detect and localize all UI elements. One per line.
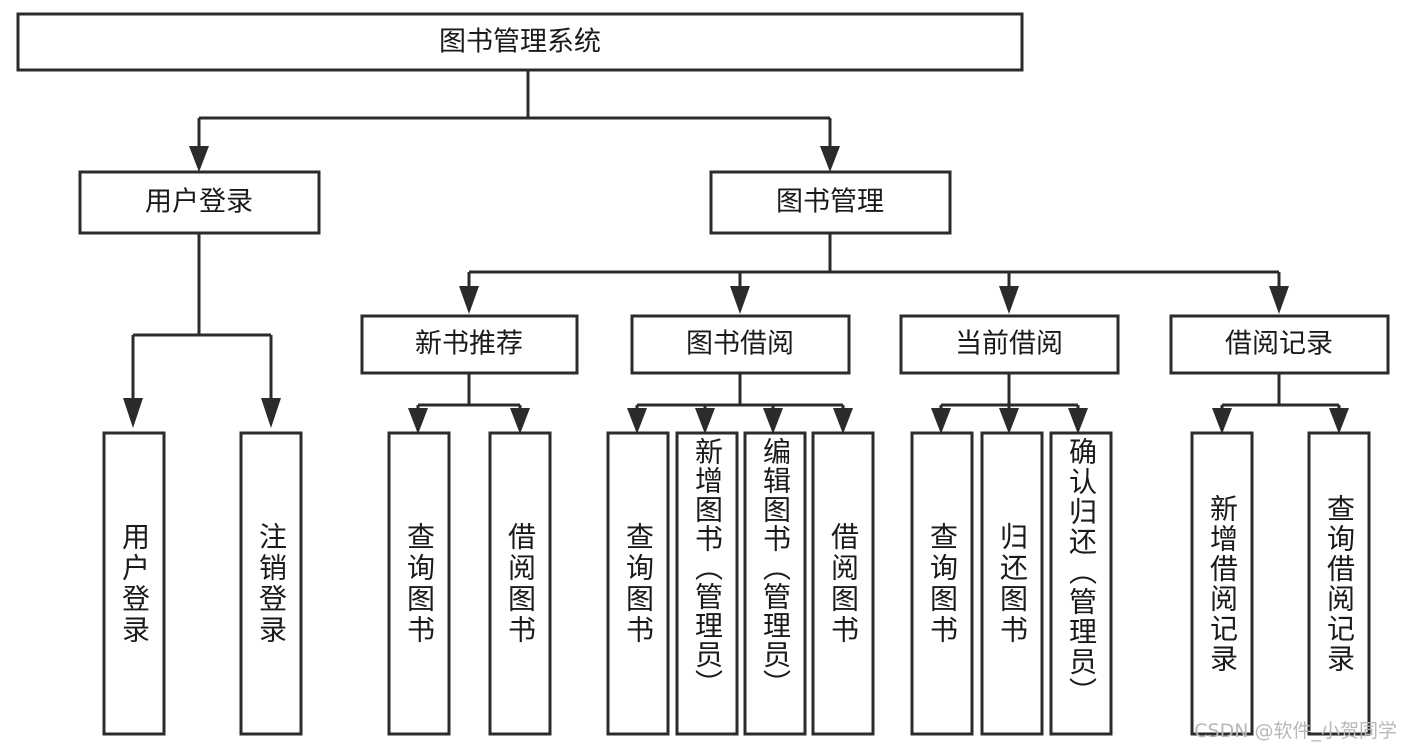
node-box[interactable] [1169, 314, 1390, 375]
connector-root-to-level2 [189, 70, 840, 172]
node-label-wrap: 用户登录 [118, 521, 151, 646]
node-label-wrap: 借阅图书 [504, 521, 537, 646]
node-box[interactable] [630, 314, 851, 375]
arrow-head-icon [1269, 286, 1289, 314]
arrow-head-icon [510, 408, 530, 434]
node-leaf-query-book-current[interactable]: 查询图书 [910, 431, 974, 736]
node-user-login[interactable]: 用户登录 [78, 170, 321, 235]
connector-userlogin-to-leaves [123, 233, 281, 428]
arrow-head-icon [189, 146, 209, 172]
node-box[interactable] [709, 170, 952, 235]
node-box[interactable] [360, 314, 579, 375]
connector-bookmanage-to-level3 [459, 233, 1289, 314]
arrow-head-icon [763, 408, 783, 434]
arrow-head-icon [1329, 408, 1349, 434]
node-box[interactable] [16, 12, 1024, 72]
node-label-wrap: 编辑图书（管理员） [759, 437, 792, 698]
node-leaf-query-book-borrow[interactable]: 查询图书 [606, 431, 670, 736]
node-leaf-add-borrow-record[interactable]: 新增借阅记录 [1190, 431, 1254, 736]
node-leaf-user-login[interactable]: 用户登录 [102, 431, 166, 736]
node-label-wrap: 查询图书 [403, 521, 436, 646]
node-label-leaf-query-book-rec: 查询图书 [403, 521, 436, 646]
arrow-head-icon [459, 286, 479, 314]
node-label-root: 图书管理系统 [439, 27, 601, 58]
arrow-head-icon [627, 408, 647, 434]
node-box[interactable] [387, 431, 451, 736]
node-box[interactable] [910, 431, 974, 736]
node-leaf-confirm-return-admin[interactable]: 确认归还（管理员） [1049, 431, 1113, 736]
node-label-wrap: 借阅图书 [827, 521, 860, 646]
node-box[interactable] [1307, 431, 1371, 736]
node-root[interactable]: 图书管理系统 [16, 12, 1024, 72]
node-box[interactable] [980, 431, 1044, 736]
node-label-leaf-confirm-return-admin: 确认归还（管理员） [1065, 437, 1098, 707]
node-label-wrap: 归还图书 [996, 521, 1029, 646]
node-label-wrap: 查询借阅记录 [1323, 493, 1356, 674]
node-book-borrow[interactable]: 图书借阅 [630, 314, 851, 375]
arrow-head-icon [123, 398, 143, 428]
node-box[interactable] [606, 431, 670, 736]
node-label-borrow-record: 借阅记录 [1225, 329, 1333, 360]
node-leaf-edit-book-admin[interactable]: 编辑图书（管理员） [743, 431, 807, 736]
node-label-current-borrow: 当前借阅 [955, 329, 1063, 360]
node-box[interactable] [675, 431, 739, 736]
arrow-head-icon [408, 408, 428, 434]
node-label-leaf-borrow-book-rec: 借阅图书 [504, 521, 537, 646]
node-book-manage[interactable]: 图书管理 [709, 170, 952, 235]
node-label-wrap: 新增借阅记录 [1206, 493, 1239, 674]
node-box[interactable] [743, 431, 807, 736]
connector-currentborrow-to-leaves [931, 373, 1088, 434]
node-label-wrap: 注销登录 [255, 521, 288, 646]
node-box[interactable] [78, 170, 321, 235]
node-leaf-query-book-rec[interactable]: 查询图书 [387, 431, 451, 736]
connector-borrowrecord-to-leaves [1212, 373, 1349, 434]
node-box[interactable] [1190, 431, 1254, 736]
arrow-head-icon [833, 408, 853, 434]
node-leaf-return-book[interactable]: 归还图书 [980, 431, 1044, 736]
node-label-leaf-logout: 注销登录 [255, 521, 288, 646]
node-leaf-add-book-admin[interactable]: 新增图书（管理员） [675, 431, 739, 736]
node-label-wrap: 查询图书 [926, 521, 959, 646]
node-label-wrap: 确认归还（管理员） [1065, 437, 1098, 707]
node-label-leaf-borrow-book: 借阅图书 [827, 521, 860, 646]
node-label-book-borrow: 图书借阅 [686, 329, 794, 360]
node-leaf-borrow-book-rec[interactable]: 借阅图书 [488, 431, 552, 736]
node-label-user-login: 用户登录 [145, 187, 253, 218]
node-label-wrap: 新增图书（管理员） [691, 437, 724, 698]
node-label-leaf-user-login: 用户登录 [118, 521, 151, 646]
node-leaf-logout[interactable]: 注销登录 [239, 431, 303, 736]
node-leaf-borrow-book[interactable]: 借阅图书 [811, 431, 875, 736]
node-label-leaf-query-book-current: 查询图书 [926, 521, 959, 646]
node-label-leaf-add-borrow-record: 新增借阅记录 [1206, 493, 1239, 674]
node-label-leaf-edit-book-admin: 编辑图书（管理员） [759, 437, 792, 698]
arrow-head-icon [695, 408, 715, 434]
node-box[interactable] [239, 431, 303, 736]
node-label-book-manage: 图书管理 [776, 187, 884, 218]
node-leaf-query-borrow-record[interactable]: 查询借阅记录 [1307, 431, 1371, 736]
connector-newbook-to-leaves [408, 373, 530, 434]
node-label-leaf-query-book-borrow: 查询图书 [622, 521, 655, 646]
arrow-head-icon [730, 286, 750, 314]
node-box[interactable] [488, 431, 552, 736]
node-box[interactable] [811, 431, 875, 736]
node-label-leaf-add-book-admin: 新增图书（管理员） [691, 437, 724, 698]
arrow-head-icon [1068, 408, 1088, 434]
node-new-book-recommend[interactable]: 新书推荐 [360, 314, 579, 375]
node-borrow-record[interactable]: 借阅记录 [1169, 314, 1390, 375]
node-label-new-book-recommend: 新书推荐 [415, 329, 523, 360]
node-box[interactable] [102, 431, 166, 736]
node-current-borrow[interactable]: 当前借阅 [899, 314, 1120, 375]
arrow-head-icon [931, 408, 951, 434]
node-label-leaf-query-borrow-record: 查询借阅记录 [1323, 493, 1356, 674]
arrow-head-icon [261, 398, 281, 428]
node-label-wrap: 查询图书 [622, 521, 655, 646]
arrow-head-icon [1212, 408, 1232, 434]
node-box[interactable] [1049, 431, 1113, 736]
node-label-leaf-return-book: 归还图书 [996, 521, 1029, 646]
node-box[interactable] [899, 314, 1120, 375]
arrow-head-icon [999, 408, 1019, 434]
arrow-head-icon [999, 286, 1019, 314]
connector-bookborrow-to-leaves [627, 373, 853, 434]
arrow-head-icon [820, 146, 840, 172]
